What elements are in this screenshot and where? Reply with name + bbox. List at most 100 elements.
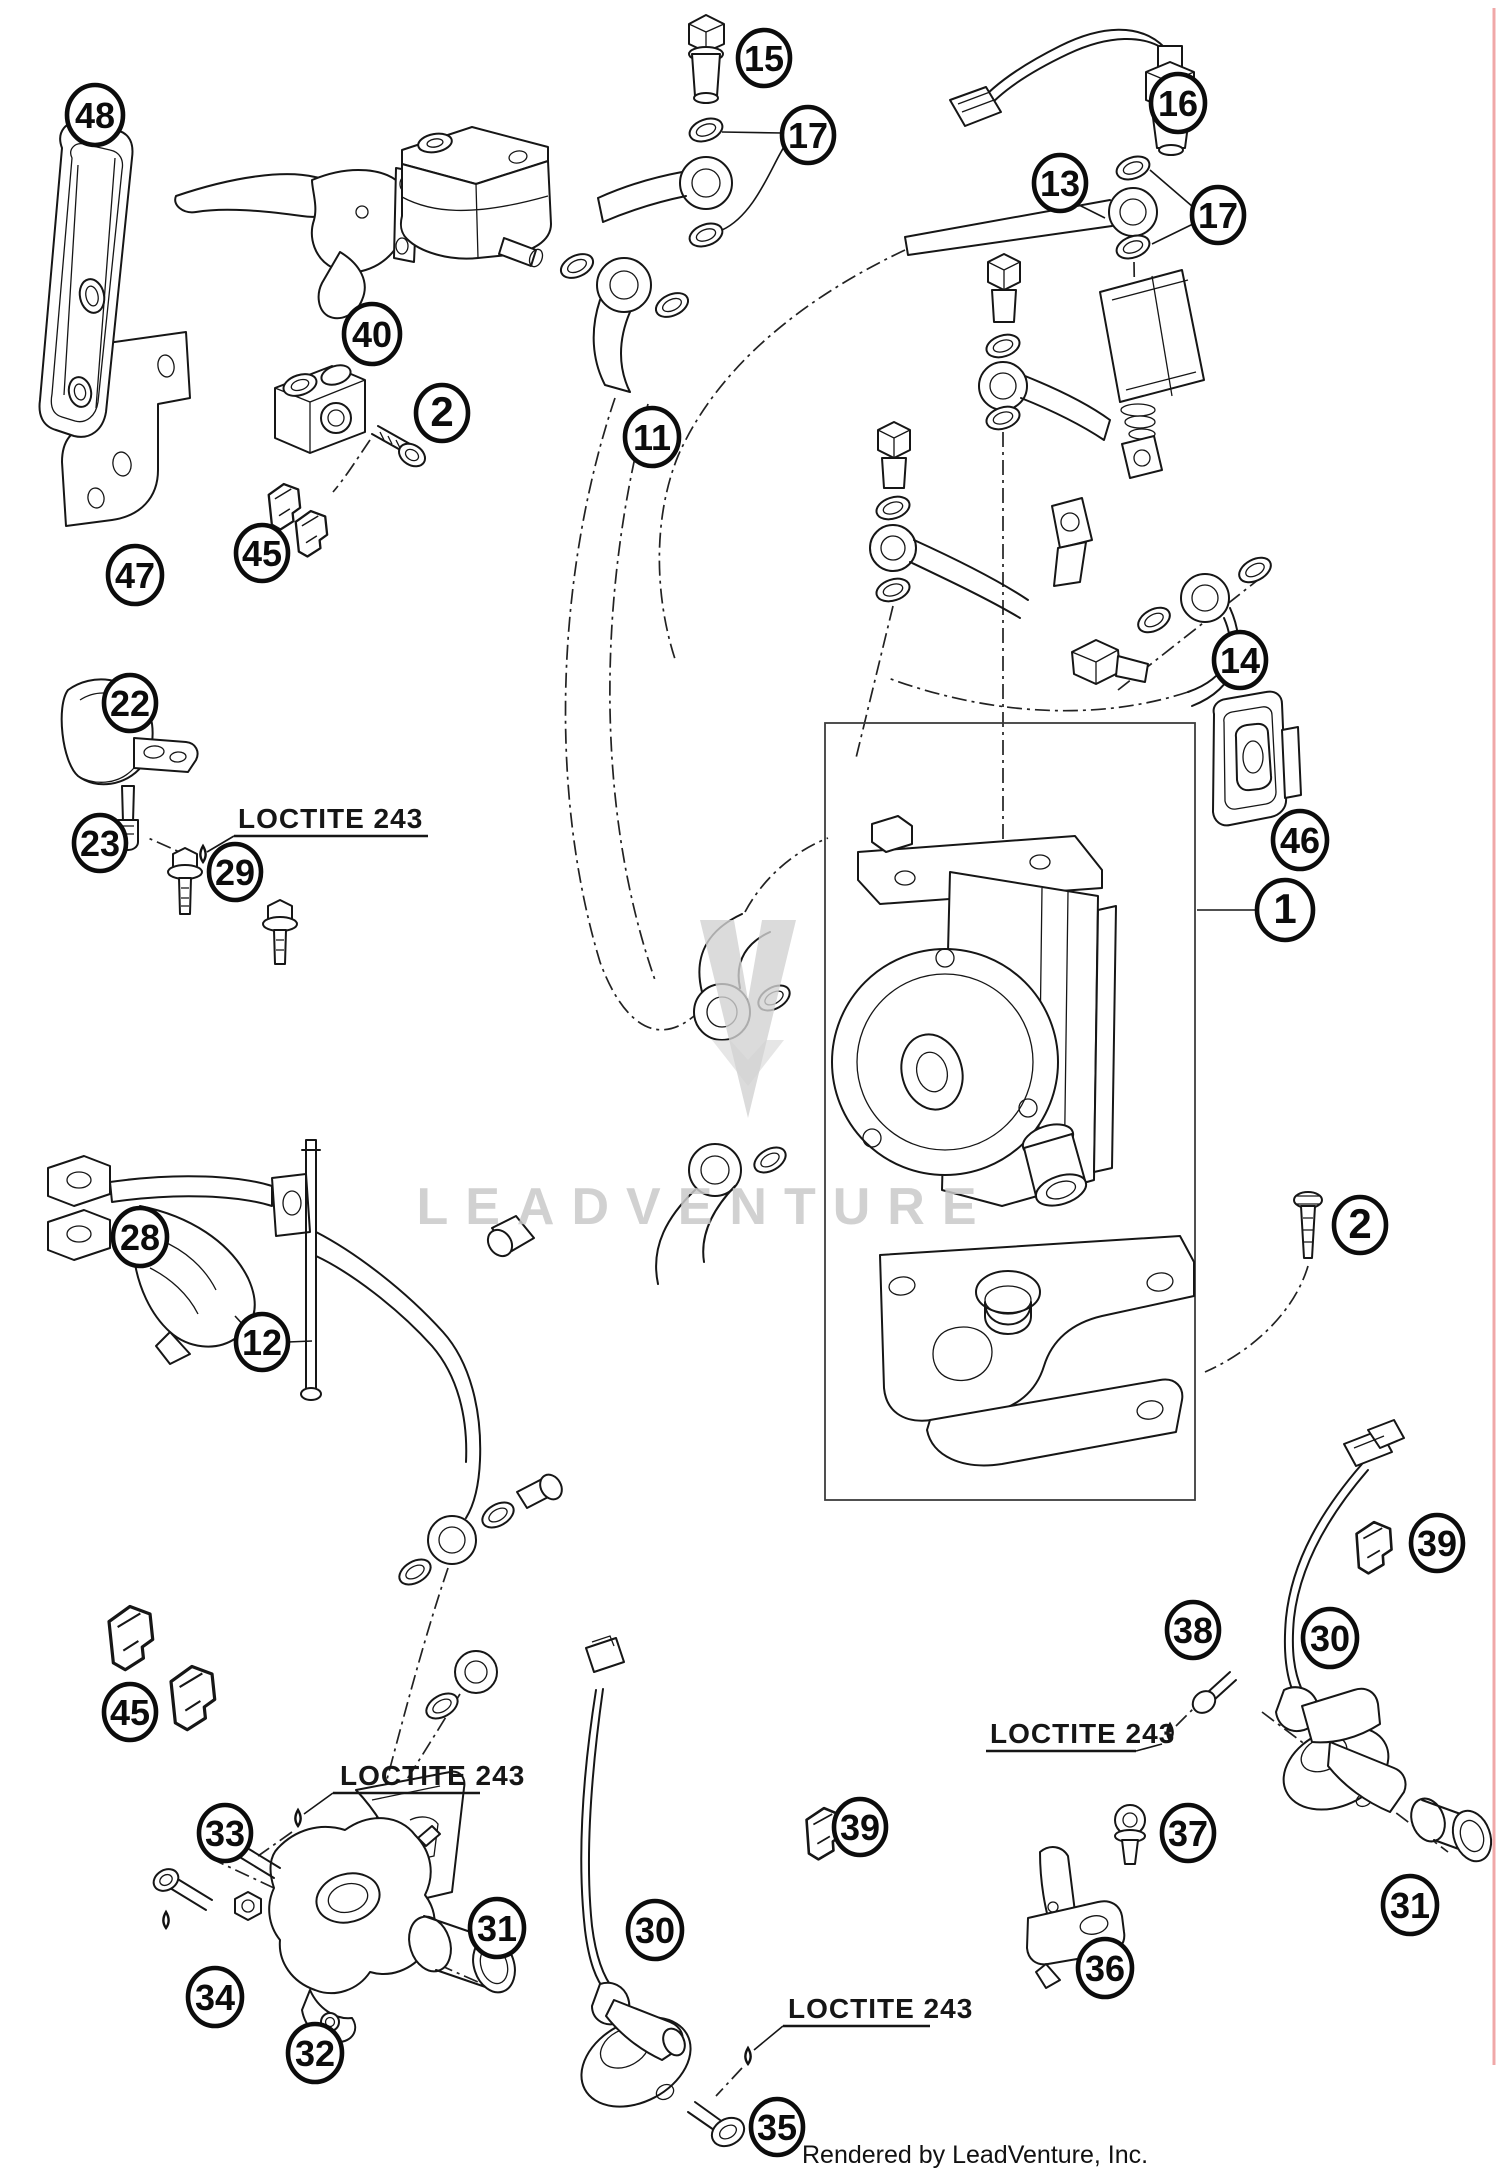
- part-bolts-29: [167, 847, 298, 965]
- svg-text:34: 34: [195, 1977, 235, 2018]
- part-front-abs-sensor-30b: [580, 1635, 746, 2148]
- svg-text:31: 31: [477, 1908, 517, 1949]
- svg-text:15: 15: [744, 38, 784, 79]
- svg-text:36: 36: [1085, 1948, 1125, 1989]
- svg-text:30: 30: [1310, 1618, 1350, 1659]
- part-brake-pipe-12: [300, 1139, 563, 1725]
- callout-16-6[interactable]: 16: [1148, 71, 1208, 135]
- watermark-text: LEADVENTURE: [416, 1178, 993, 1236]
- part-abs-unit-1: [824, 722, 1196, 1501]
- part-abs-mounting-bracket: [879, 1235, 1195, 1467]
- part-banjo-bolt-15-chain: [597, 14, 733, 252]
- svg-text:13: 13: [1040, 163, 1080, 204]
- abs-boundary-box: [824, 722, 1196, 1501]
- part-rear-master-cylinder: [1051, 269, 1205, 587]
- callout-36-31[interactable]: 36: [1075, 1936, 1135, 2000]
- callout-32-26[interactable]: 32: [285, 2021, 345, 2085]
- hose-routing-lines: [147, 249, 1449, 2097]
- svg-text:16: 16: [1158, 83, 1198, 124]
- svg-text:23: 23: [80, 823, 120, 864]
- part-brake-lever-master-cylinder: [174, 126, 552, 320]
- svg-text:45: 45: [242, 533, 282, 574]
- callout-28-15[interactable]: 28: [110, 1205, 170, 1269]
- callout-29-14[interactable]: 29: [206, 841, 264, 903]
- callout-12-16[interactable]: 12: [233, 1311, 291, 1373]
- callout-38-21[interactable]: 38: [1164, 1599, 1222, 1661]
- part-banjo-chain-a: [978, 253, 1111, 441]
- callout-13-7[interactable]: 13: [1031, 152, 1089, 214]
- callout-33-24[interactable]: 33: [196, 1802, 254, 1864]
- svg-text:14: 14: [1220, 640, 1260, 681]
- leadventure-logo-icon: [700, 920, 796, 1118]
- callout-15-4[interactable]: 15: [735, 27, 793, 89]
- callout-17-8[interactable]: 17: [1189, 184, 1247, 246]
- loctite-label-1: LOCTITE 243: [333, 1760, 524, 1795]
- svg-text:28: 28: [120, 1217, 160, 1258]
- callout-23-13[interactable]: 23: [71, 812, 129, 874]
- svg-text:17: 17: [1198, 195, 1238, 236]
- svg-text:31: 31: [1390, 1885, 1430, 1926]
- callout-30-28[interactable]: 30: [625, 1898, 685, 1962]
- callout-47-10[interactable]: 47: [105, 543, 165, 607]
- callout-31-32[interactable]: 31: [1380, 1873, 1440, 1937]
- callout-2-19[interactable]: 2: [1331, 1194, 1389, 1256]
- callout-14-9[interactable]: 14: [1211, 629, 1269, 691]
- svg-text:35: 35: [757, 2107, 797, 2148]
- callout-45-23[interactable]: 45: [101, 1681, 159, 1743]
- callout-30-22[interactable]: 30: [1300, 1606, 1360, 1670]
- svg-text:LOCTITE 243: LOCTITE 243: [990, 1718, 1175, 1749]
- annotation-leaders: [206, 835, 1163, 2051]
- part-screw-2a: [371, 425, 427, 468]
- svg-text:48: 48: [75, 95, 115, 136]
- part-front-brake-hose-fittings-11: [556, 248, 693, 393]
- svg-text:46: 46: [1280, 820, 1320, 861]
- callout-48-0[interactable]: 48: [64, 82, 126, 148]
- svg-text:30: 30: [635, 1910, 675, 1951]
- callout-17-5[interactable]: 17: [779, 104, 837, 166]
- callout-31-27[interactable]: 31: [467, 1896, 527, 1960]
- callout-45-11[interactable]: 45: [233, 522, 291, 584]
- callout-37-30[interactable]: 37: [1159, 1802, 1217, 1864]
- callout-11-3[interactable]: 11: [622, 405, 682, 469]
- svg-text:2: 2: [430, 388, 453, 435]
- callout-22-12[interactable]: 22: [101, 672, 159, 734]
- part-grommet-46: [1212, 690, 1302, 827]
- svg-text:39: 39: [1417, 1523, 1457, 1564]
- part-bracket-28: [47, 1155, 311, 1365]
- footer-credit: Rendered by LeadVenture, Inc.: [802, 2141, 1148, 2169]
- svg-text:17: 17: [788, 115, 828, 156]
- svg-text:40: 40: [352, 314, 392, 355]
- svg-text:39: 39: [840, 1807, 880, 1848]
- svg-text:22: 22: [110, 683, 150, 724]
- loctite-label-2: LOCTITE 243: [986, 1718, 1175, 1753]
- part-handguard-48: [38, 120, 191, 527]
- svg-text:LOCTITE 243: LOCTITE 243: [238, 803, 423, 834]
- callout-46-17[interactable]: 46: [1270, 808, 1330, 872]
- loctite-label-3: LOCTITE 243: [783, 1993, 972, 2028]
- callout-35-33[interactable]: 35: [748, 2096, 806, 2158]
- svg-text:47: 47: [115, 555, 155, 596]
- svg-text:11: 11: [633, 417, 671, 458]
- loctite-label-0: LOCTITE 243: [234, 803, 428, 838]
- callouts-layer: 4840211151716131714474522232928124612393…: [64, 27, 1466, 2158]
- callout-1-18[interactable]: 1: [1254, 877, 1316, 943]
- part-rear-hose-14-chain: [1071, 551, 1276, 707]
- svg-text:12: 12: [242, 1322, 282, 1363]
- part-banjo-chain-b: [869, 421, 1029, 619]
- callout-2-2[interactable]: 2: [413, 382, 471, 444]
- svg-text:45: 45: [110, 1692, 150, 1733]
- svg-text:32: 32: [295, 2033, 335, 2074]
- part-brake-line-13-chain: [904, 151, 1158, 264]
- callout-34-25[interactable]: 34: [185, 1965, 245, 2029]
- svg-text:2: 2: [1348, 1200, 1371, 1247]
- callout-39-29[interactable]: 39: [831, 1796, 889, 1858]
- callout-40-1[interactable]: 40: [341, 301, 403, 367]
- part-bolt-37-guide-36: [1026, 1804, 1146, 1989]
- svg-text:29: 29: [215, 852, 255, 893]
- svg-text:33: 33: [205, 1813, 245, 1854]
- callout-leaders: [287, 131, 1257, 1343]
- callout-39-20[interactable]: 39: [1408, 1512, 1466, 1574]
